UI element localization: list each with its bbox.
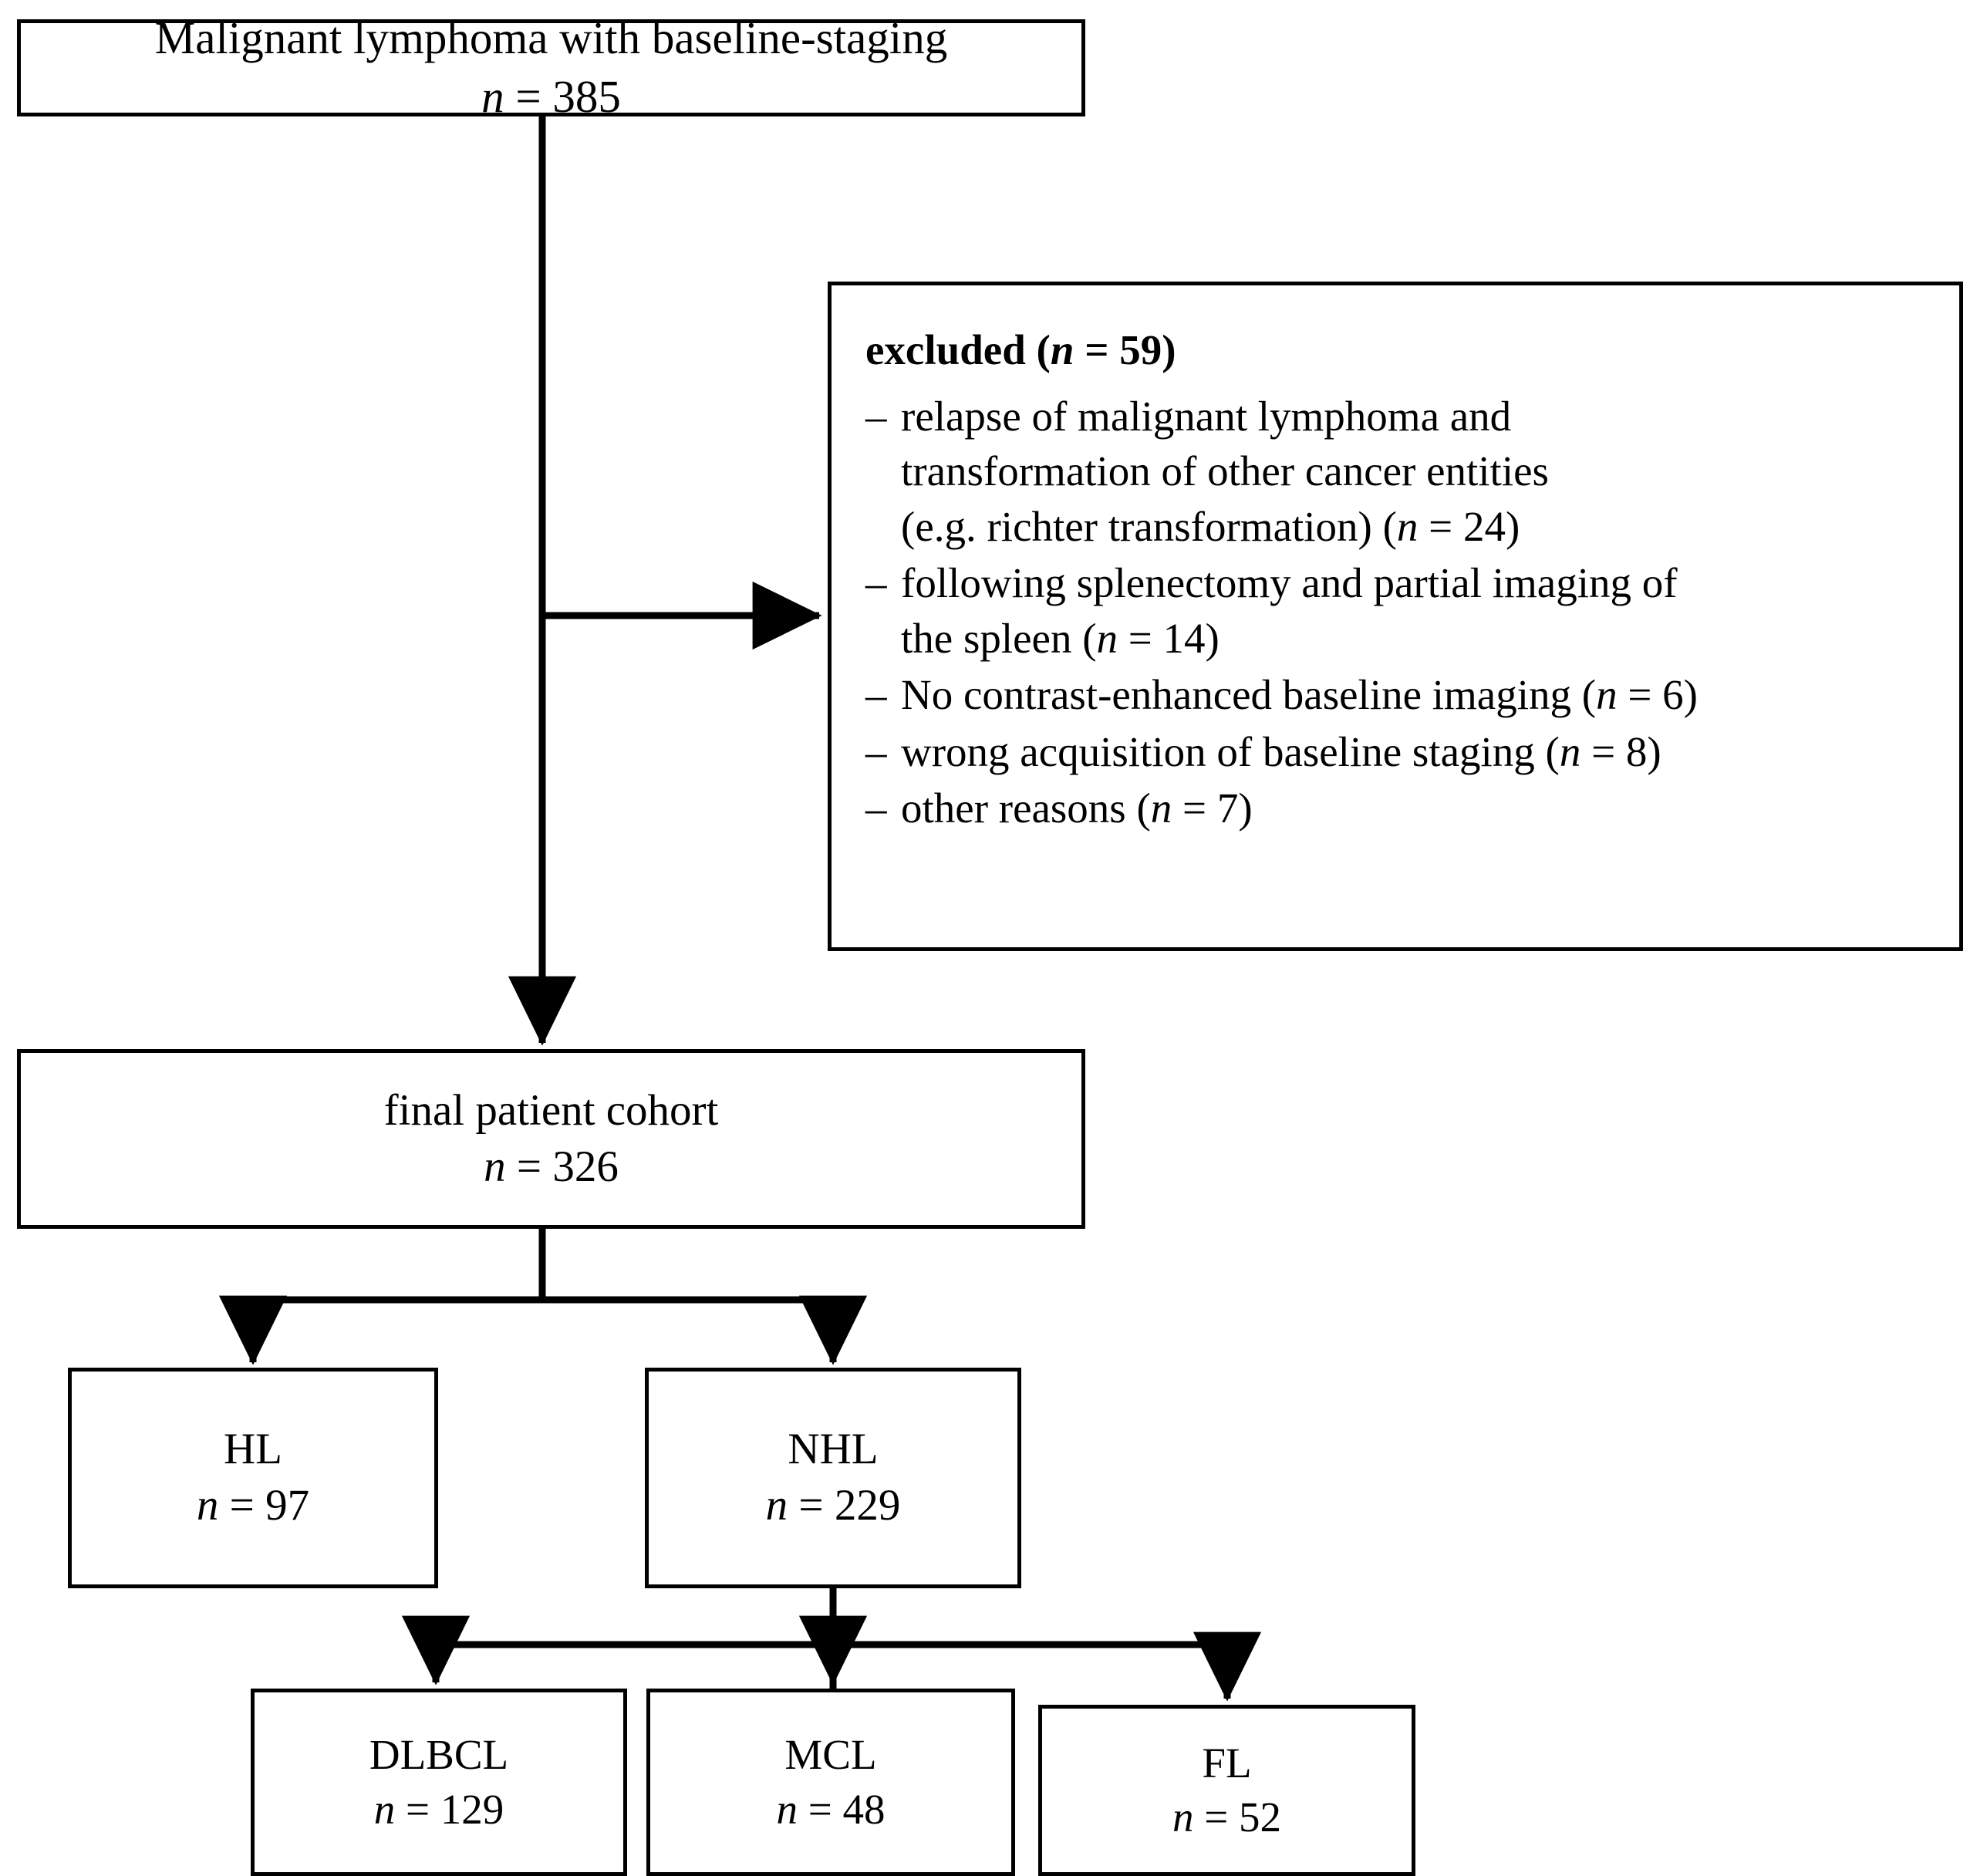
n-value: 8) xyxy=(1625,727,1661,775)
node-dlbcl[interactable]: DLBCL n = 129 xyxy=(251,1689,627,1876)
n-value: 59) xyxy=(1119,326,1176,373)
excluded-reason-text: following splenectomy and partial imagin… xyxy=(901,555,1933,666)
dash-bullet-icon: – xyxy=(865,727,887,775)
reason-line-text: the spleen ( xyxy=(901,614,1097,662)
excluded-reason-text: relapse of malignant lymphoma and transf… xyxy=(901,389,1933,555)
excluded-reason-text: wrong acquisition of baseline staging (n… xyxy=(901,724,1933,780)
excluded-reason-text: other reasons (n = 7) xyxy=(901,781,1933,836)
n-equals: = xyxy=(395,1785,440,1833)
dash-bullet-icon: – xyxy=(865,392,887,440)
n-italic: n xyxy=(1096,614,1118,662)
n-equals: = xyxy=(1118,614,1163,662)
dash-bullet-icon: – xyxy=(865,784,887,832)
n-value: 326 xyxy=(552,1142,619,1191)
n-equals: = xyxy=(797,1785,843,1833)
node-fl-label: FL xyxy=(1202,1739,1252,1787)
n-equals: = xyxy=(1418,502,1463,550)
n-equals: = xyxy=(1074,326,1120,373)
n-italic: n xyxy=(196,1481,219,1530)
n-value: 24) xyxy=(1462,502,1520,550)
node-baseline-staging[interactable]: Malignant lymphoma with baseline-staging… xyxy=(17,12,1085,122)
dash-bullet-icon: – xyxy=(865,671,887,718)
excluded-reason-item: – other reasons (n = 7) xyxy=(865,781,1933,836)
excluded-reason-item: – following splenectomy and partial imag… xyxy=(865,555,1933,666)
n-equals: = xyxy=(1193,1793,1240,1841)
n-italic: n xyxy=(1559,727,1581,775)
node-final-cohort-label: final patient cohort xyxy=(383,1085,719,1135)
node-baseline-count: n = 385 xyxy=(481,68,621,127)
n-value: 48 xyxy=(842,1785,886,1833)
n-italic: n xyxy=(765,1481,788,1530)
node-final-cohort-count: n = 326 xyxy=(484,1139,619,1196)
node-mcl[interactable]: MCL n = 48 xyxy=(646,1689,1015,1876)
excluded-reason-list: – relapse of malignant lymphoma and tran… xyxy=(865,389,1933,836)
n-equals: = xyxy=(788,1481,835,1530)
n-italic: n xyxy=(1050,326,1074,373)
excluded-reason-item: – relapse of malignant lymphoma and tran… xyxy=(865,389,1933,555)
n-italic: n xyxy=(484,1142,506,1191)
n-italic: n xyxy=(373,1785,396,1833)
reason-line: (e.g. richter transformation) (n = 24) xyxy=(901,499,1933,555)
node-dlbcl-count: n = 129 xyxy=(374,1783,504,1837)
n-italic: n xyxy=(1396,502,1419,550)
excluded-title: excluded (n = 59) xyxy=(865,322,1933,378)
n-value: 129 xyxy=(440,1785,504,1833)
dash-bullet-icon: – xyxy=(865,559,887,606)
n-italic: n xyxy=(1150,784,1172,832)
n-value: 6) xyxy=(1662,671,1698,718)
node-hl-label: HL xyxy=(224,1425,282,1474)
n-value: 52 xyxy=(1239,1793,1282,1841)
node-fl-count: n = 52 xyxy=(1172,1790,1281,1844)
n-equals: = xyxy=(1580,727,1626,775)
node-mcl-label: MCL xyxy=(784,1731,877,1779)
node-final-cohort[interactable]: final patient cohort n = 326 xyxy=(17,1049,1085,1229)
n-italic: n xyxy=(1596,671,1618,718)
n-equals: = xyxy=(504,71,553,122)
n-value: 385 xyxy=(552,71,621,122)
reason-line: following splenectomy and partial imagin… xyxy=(901,559,1678,606)
reason-line: the spleen (n = 14) xyxy=(901,611,1933,666)
node-dlbcl-label: DLBCL xyxy=(369,1731,509,1779)
node-hl-count: n = 97 xyxy=(197,1478,309,1534)
reason-line: wrong acquisition of baseline staging (n… xyxy=(901,724,1933,780)
node-baseline-label: Malignant lymphoma with baseline-staging xyxy=(154,12,948,64)
excluded-reason-text: No contrast-enhanced baseline imaging (n… xyxy=(901,667,1933,723)
reason-line: relapse of malignant lymphoma and xyxy=(901,392,1512,440)
reason-line: other reasons (n = 7) xyxy=(901,781,1933,836)
n-italic: n xyxy=(481,71,504,122)
reason-line-text: No contrast-enhanced baseline imaging ( xyxy=(901,671,1597,718)
n-value: 97 xyxy=(265,1481,310,1530)
n-value: 14) xyxy=(1162,614,1220,662)
n-value: 7) xyxy=(1216,784,1253,832)
reason-line: transformation of other cancer entities xyxy=(901,447,1549,494)
reason-line: No contrast-enhanced baseline imaging (n… xyxy=(901,667,1933,723)
n-equals: = xyxy=(505,1142,553,1191)
n-italic: n xyxy=(1172,1793,1194,1841)
n-value: 229 xyxy=(834,1481,901,1530)
excluded-reason-item: – wrong acquisition of baseline staging … xyxy=(865,724,1933,780)
node-nhl[interactable]: NHL n = 229 xyxy=(645,1368,1021,1588)
node-mcl-count: n = 48 xyxy=(776,1783,885,1837)
n-equals: = xyxy=(218,1481,266,1530)
node-excluded[interactable]: excluded (n = 59) – relapse of malignant… xyxy=(828,282,1963,951)
node-nhl-count: n = 229 xyxy=(766,1478,901,1534)
node-fl[interactable]: FL n = 52 xyxy=(1038,1705,1415,1876)
node-hl[interactable]: HL n = 97 xyxy=(68,1368,438,1588)
n-italic: n xyxy=(776,1785,798,1833)
reason-line-text: wrong acquisition of baseline staging ( xyxy=(901,727,1560,775)
n-equals: = xyxy=(1617,671,1663,718)
n-equals: = xyxy=(1172,784,1217,832)
excluded-reason-item: – No contrast-enhanced baseline imaging … xyxy=(865,667,1933,723)
reason-line-text: other reasons ( xyxy=(901,784,1151,832)
reason-line-text: (e.g. richter transformation) ( xyxy=(901,502,1397,550)
node-nhl-label: NHL xyxy=(788,1425,879,1474)
excluded-title-text: excluded ( xyxy=(865,326,1051,373)
